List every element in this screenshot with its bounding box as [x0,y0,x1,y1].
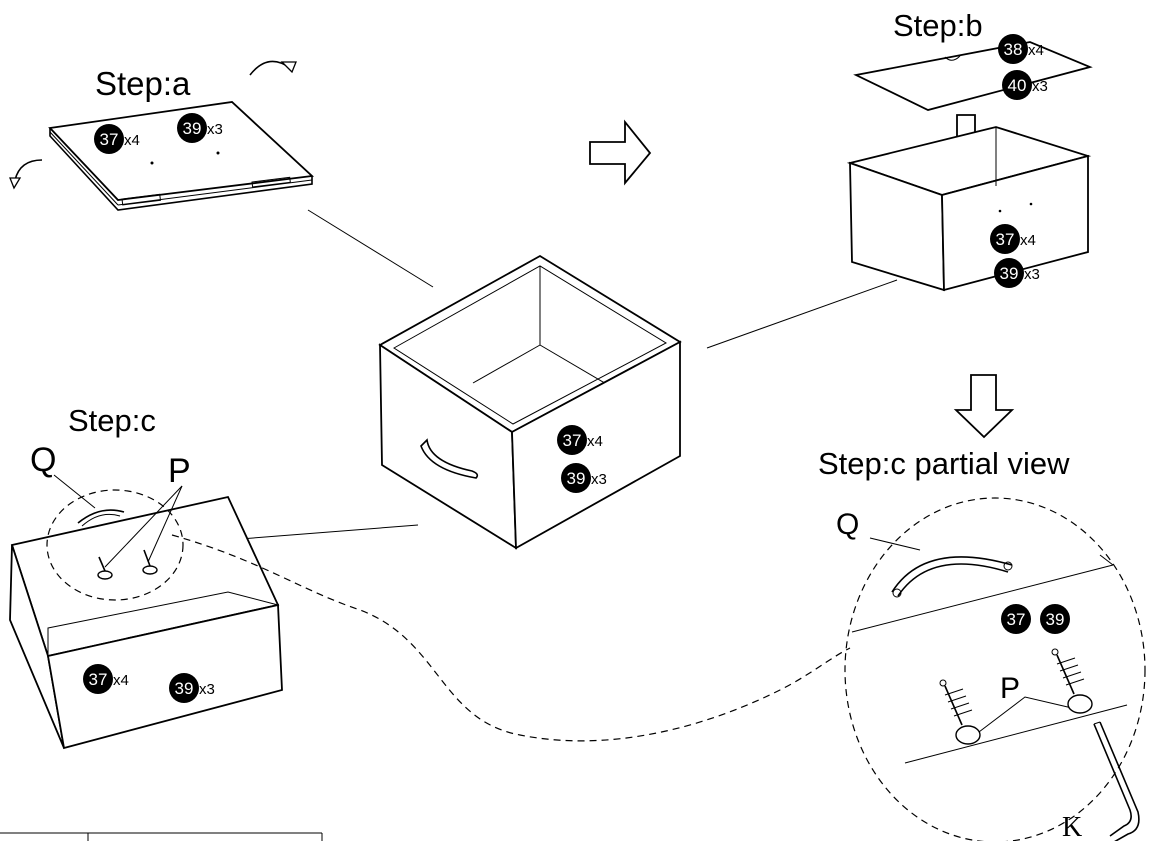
handle-q-detail-label: Q [836,508,859,541]
part-39-badge: 39 x3 [561,463,607,493]
svg-text:x4: x4 [587,433,603,450]
detail-circle [46,489,184,601]
part-39-badge: 39 x3 [169,673,215,703]
arrow-right-icon [589,119,652,186]
svg-text:x3: x3 [1032,78,1048,95]
screw-p-label: P [168,452,191,490]
step-c-handle [77,509,125,527]
q-leader [53,474,96,509]
svg-text:x3: x3 [207,121,223,138]
rotate-arrow-top [249,60,297,76]
svg-text:x3: x3 [1024,266,1040,283]
assembled-drawer [378,254,682,550]
svg-text:x3: x3 [199,681,215,698]
connector-line-a [307,209,434,288]
part-39-badge: 39 x3 [994,258,1040,288]
svg-text:x4: x4 [1020,232,1036,249]
svg-text:38: 38 [1004,40,1023,59]
screw-icon [97,556,113,580]
svg-text:39: 39 [1046,610,1065,629]
part-37-badge: 37 x4 [94,124,140,154]
step-b-box [846,126,1092,292]
screw-icon [142,549,158,575]
rotate-arrow-left [9,159,43,190]
handle-q-label: Q [30,441,56,479]
part-40-badge: 40 x3 [1002,70,1048,100]
svg-text:40: 40 [1008,76,1027,95]
screw-p-detail-label: P [1000,672,1020,705]
step-a-label: Step:a [95,65,191,102]
p-leader [147,485,183,563]
svg-text:39: 39 [567,469,586,488]
hex-key-k-label: K [1062,812,1082,841]
svg-text:37: 37 [100,130,119,149]
part-37-badge: 37 x4 [83,664,129,694]
part-38-badge: 38 x4 [998,34,1044,64]
step-b-top-panel [853,41,1093,111]
part-37-badge: 37 x4 [990,224,1036,254]
svg-text:x3: x3 [591,471,607,488]
detail-callout-line [171,534,851,742]
part-39-badge: 39 [1040,604,1070,634]
screw-icon [939,679,981,745]
connector-line-b [706,279,898,349]
p-leader [104,485,183,568]
arrow-down-icon [953,374,1015,439]
svg-text:39: 39 [1000,264,1019,283]
screw-icon [1051,648,1093,714]
svg-text:39: 39 [183,119,202,138]
step-c-label: Step:c [68,403,156,438]
part-39-badge: 39 x3 [177,113,223,143]
part-37-badge: 37 [1001,604,1031,634]
step-b-label: Step:b [893,8,983,43]
part-37-badge: 37 x4 [557,425,603,455]
svg-text:37: 37 [563,431,582,450]
svg-text:x4: x4 [124,132,140,149]
step-c-partial-label: Step:c partial view [818,446,1070,481]
svg-text:37: 37 [1007,610,1026,629]
step-c-box [9,495,283,750]
p-detail-leader [974,696,1073,736]
parts-table-fragment [0,832,323,841]
svg-text:37: 37 [996,230,1015,249]
hex-key-icon [1093,721,1140,841]
partial-view-detail [844,497,1146,841]
svg-text:x4: x4 [1028,42,1044,59]
svg-text:37: 37 [89,670,108,689]
svg-text:x4: x4 [113,672,129,689]
connector-line-c [239,524,419,540]
svg-text:39: 39 [175,679,194,698]
